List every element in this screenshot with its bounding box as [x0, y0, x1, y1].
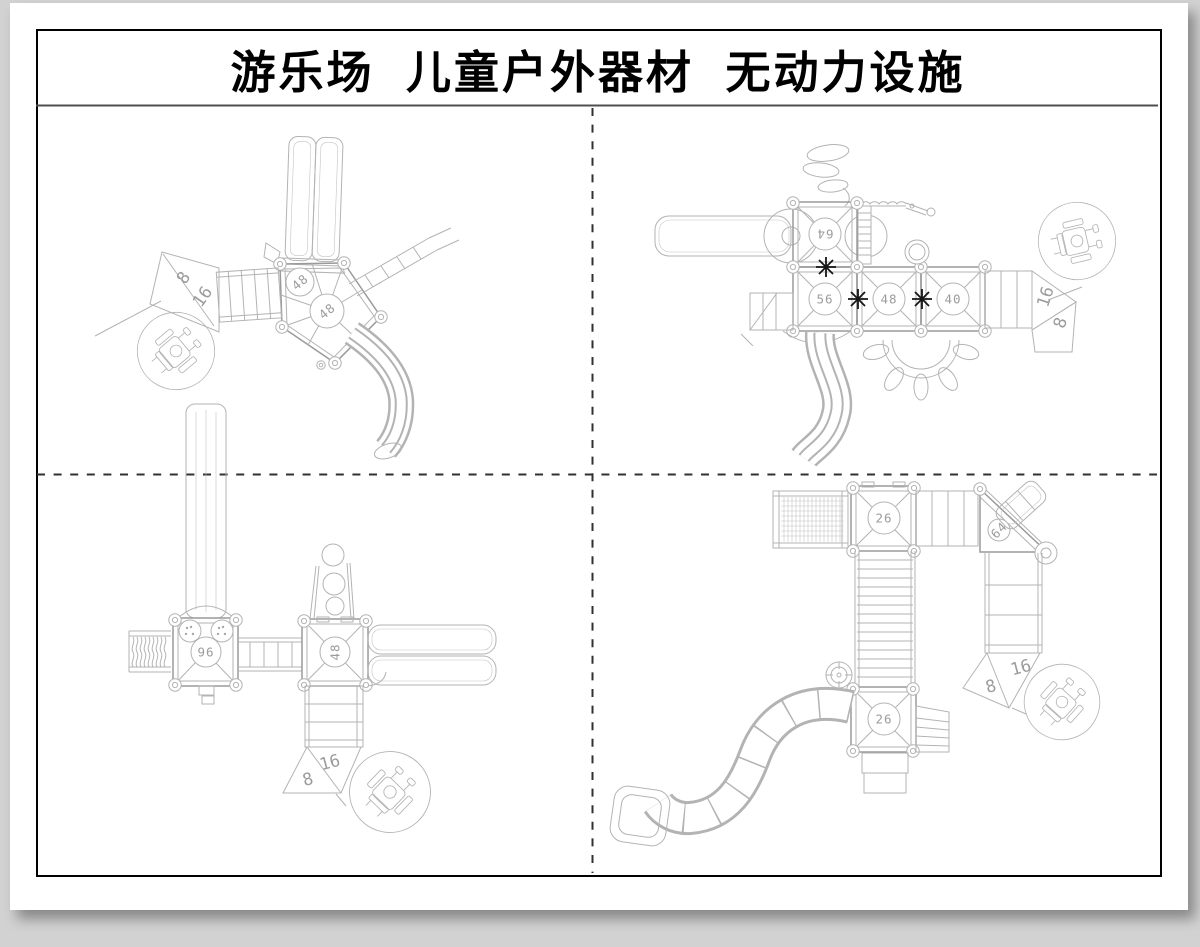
ground-ramp: 16 8	[1031, 270, 1083, 353]
plan-top-left-playset: 48 48	[94, 135, 460, 460]
link-bridge	[238, 637, 302, 672]
plan-bottom-left-playset: 96 48	[128, 403, 497, 844]
ground-ramp: 16 8	[282, 746, 362, 807]
corner-deck: 64	[973, 482, 1058, 565]
curved-slide	[344, 322, 415, 460]
exit-stairs	[304, 685, 364, 748]
double-slide-right	[367, 624, 497, 687]
deck-capacity-label: 40	[944, 292, 961, 307]
deck-capacity-label: 26	[875, 712, 892, 727]
climb-ladder	[348, 227, 460, 297]
connector-asterisk-icon	[816, 257, 932, 309]
flower-seat	[862, 339, 980, 401]
wheelchair-access-detail	[129, 304, 223, 398]
wheelchair-user-icon	[338, 740, 442, 844]
upper-deck: 26	[846, 481, 921, 558]
steering-wheel	[825, 661, 853, 689]
slat-bridge	[854, 551, 916, 687]
ramp-column	[984, 553, 1043, 654]
wave-climber	[128, 630, 171, 673]
diagonal-ladder	[995, 480, 1047, 530]
deck-capacity-label: 48	[880, 292, 897, 307]
wheelchair-access-detail	[338, 740, 442, 844]
tube-slide	[609, 686, 855, 847]
ramp-height-label: 16	[1009, 656, 1034, 681]
entry-stairs	[215, 267, 283, 323]
wheelchair-user-icon	[1029, 193, 1125, 289]
double-slide-top-view	[277, 135, 346, 274]
overhead-ring	[904, 239, 930, 265]
exit-stairs	[984, 270, 1033, 329]
plan-bottom-right-playset: 26 64	[609, 480, 1111, 847]
paper-sheet	[10, 3, 1188, 910]
deck-capacity-label: 56	[816, 292, 833, 307]
ramp-height-label: 16	[318, 751, 343, 776]
lower-deck: 26	[846, 682, 920, 758]
texture-dots	[184, 625, 227, 636]
climb-wall	[857, 205, 872, 265]
deck-capacity-label: 48	[328, 643, 343, 660]
ramp-height-label: 16	[1033, 284, 1058, 310]
spiral-climber	[802, 144, 850, 207]
wave-slide	[782, 330, 853, 468]
ramp-height-label: 16	[189, 283, 217, 311]
sheet-border	[36, 29, 1162, 877]
plan-top-right-playset: 64 56 48 40	[654, 144, 1125, 468]
ramp-height-label: 8	[1050, 315, 1072, 331]
main-deck: 96	[168, 613, 243, 705]
palm-feature	[309, 543, 355, 623]
side-steps	[740, 292, 794, 347]
double-slide-top-view	[177, 403, 235, 619]
sheet-title: 游乐场 儿童户外器材 无动力设施	[230, 47, 966, 98]
wheelchair-user-icon	[129, 304, 223, 398]
deck-capacity-label: 96	[197, 645, 214, 660]
ground-ramp: 8 16	[94, 251, 220, 337]
wheelchair-access-detail	[1029, 193, 1125, 289]
deck-capacity-label: 26	[875, 511, 892, 526]
second-deck: 48	[297, 614, 373, 692]
corner-steps	[861, 705, 950, 794]
ramp-height-label: 8	[173, 268, 195, 288]
ramp-height-label: 8	[983, 676, 998, 698]
deck-grid: 64 56 48 40	[786, 196, 992, 338]
net-climb-panel	[772, 490, 849, 549]
link-stairs	[915, 490, 979, 547]
deck-capacity-label: 64	[816, 227, 833, 242]
ground-ramp: 16 8	[962, 652, 1041, 715]
ramp-height-label: 8	[300, 769, 315, 791]
